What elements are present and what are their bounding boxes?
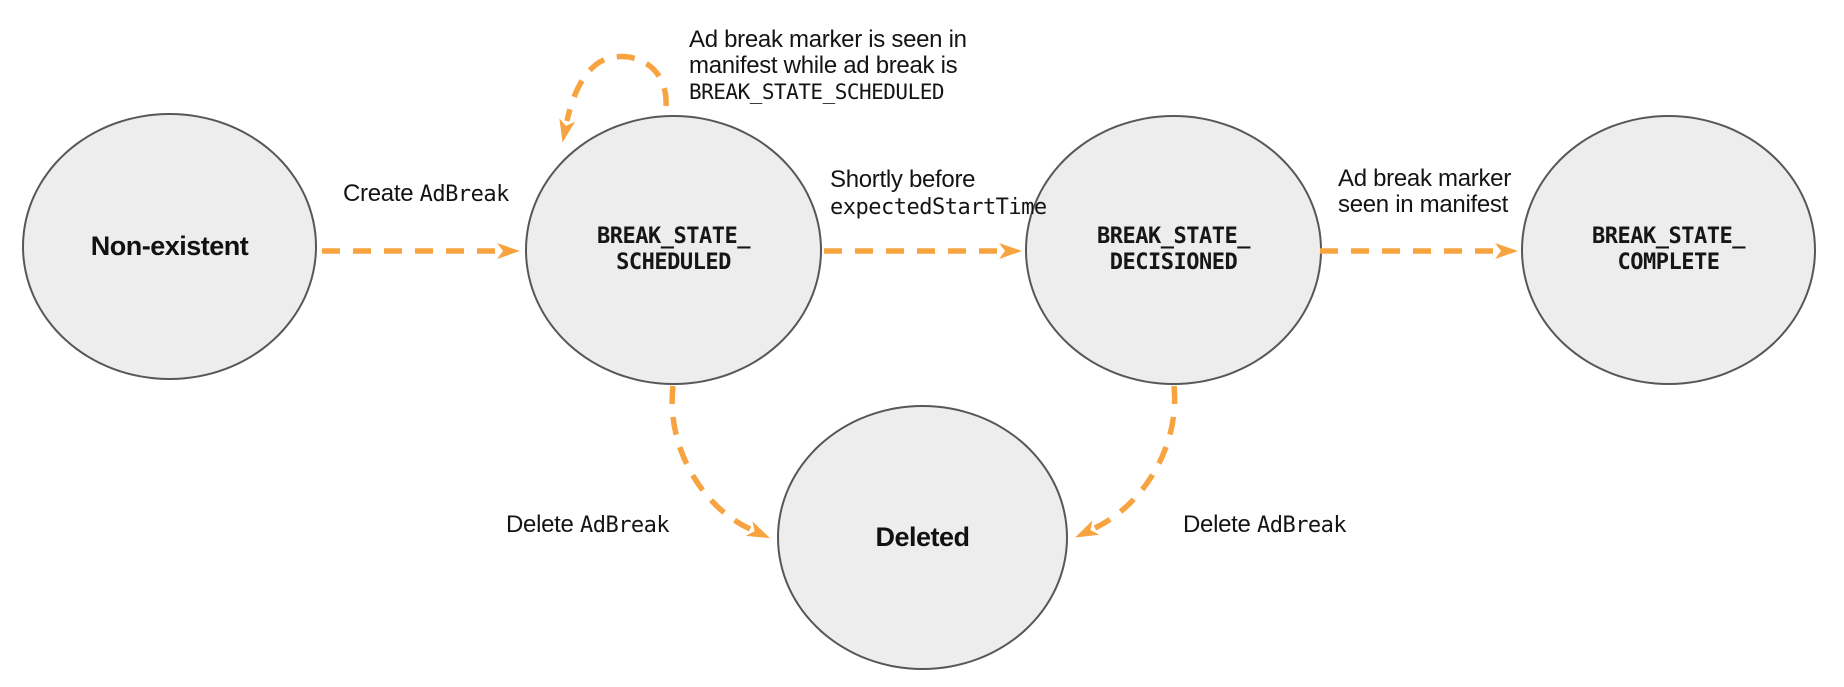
label-delete-right-text: Delete bbox=[1183, 511, 1257, 538]
label-create-adbreak-code: AdBreak bbox=[419, 182, 510, 207]
label-delete-left-code: AdBreak bbox=[579, 513, 670, 538]
arrow-delete-from-decisioned bbox=[1075, 385, 1178, 538]
state-non-existent-label: Non-existent bbox=[90, 231, 249, 261]
label-delete-adbreak-right: Delete AdBreak bbox=[1183, 511, 1347, 539]
state-break-state-decisioned: BREAK_STATE_ DECISIONED bbox=[1025, 115, 1322, 385]
label-shortly-before-code: expectedStartTime bbox=[830, 195, 1047, 220]
label-marker-seen-line2: seen in manifest bbox=[1338, 191, 1508, 218]
arrow-delete-from-scheduled bbox=[669, 385, 770, 539]
label-shortly-before: Shortly before expectedStartTime bbox=[830, 166, 1047, 222]
label-delete-right-code: AdBreak bbox=[1256, 513, 1347, 538]
label-marker-seen: Ad break marker seen in manifest bbox=[1338, 166, 1511, 218]
label-delete-left-text: Delete bbox=[506, 511, 580, 538]
state-non-existent: Non-existent bbox=[22, 113, 317, 380]
state-break-state-scheduled: BREAK_STATE_ SCHEDULED bbox=[525, 115, 822, 385]
state-break-state-complete: BREAK_STATE_ COMPLETE bbox=[1521, 115, 1816, 385]
state-break-state-decisioned-label: BREAK_STATE_ DECISIONED bbox=[1097, 224, 1250, 275]
label-self-loop: Ad break marker is seen in manifest whil… bbox=[689, 27, 967, 105]
state-break-state-scheduled-label: BREAK_STATE_ SCHEDULED bbox=[597, 224, 750, 275]
label-create-adbreak: Create AdBreak bbox=[343, 181, 509, 208]
label-self-loop-line2: manifest while ad break is bbox=[689, 52, 958, 79]
state-deleted-label: Deleted bbox=[875, 522, 970, 552]
label-create-adbreak-text: Create bbox=[343, 180, 420, 207]
label-self-loop-code: BREAK_STATE_SCHEDULED bbox=[689, 80, 945, 104]
arrow-self-loop-scheduled bbox=[559, 53, 669, 143]
label-shortly-before-line1: Shortly before bbox=[830, 166, 976, 193]
label-marker-seen-line1: Ad break marker bbox=[1338, 165, 1511, 192]
state-break-state-complete-label: BREAK_STATE_ COMPLETE bbox=[1592, 224, 1745, 275]
label-self-loop-line1: Ad break marker is seen in bbox=[689, 26, 967, 53]
state-deleted: Deleted bbox=[777, 405, 1068, 670]
label-delete-adbreak-left: Delete AdBreak bbox=[506, 511, 670, 539]
